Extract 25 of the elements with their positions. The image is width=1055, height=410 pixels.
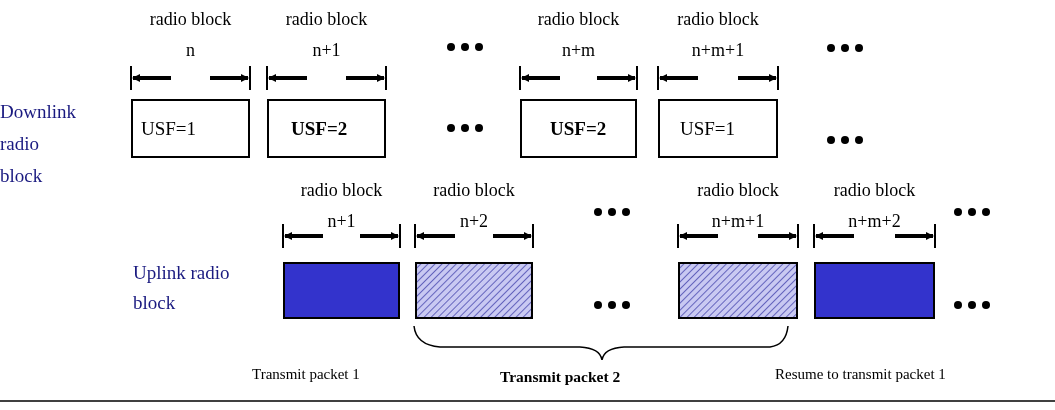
row-label: Uplink radio block [133, 261, 231, 315]
radio-block-caption: radio block n+2 [432, 179, 516, 233]
packet-label: Transmit packet 1 [252, 365, 361, 384]
radio-block-caption: radio block n+m [536, 8, 621, 62]
row-label: Downlink radio block [0, 100, 77, 188]
radio-block-caption: radio block n+1 [284, 8, 369, 62]
radio-block-box [131, 99, 250, 158]
filled-radio-block [283, 262, 400, 319]
hatched-radio-block [678, 262, 798, 319]
radio-block-caption: radio block n [148, 8, 233, 62]
filled-radio-block [814, 262, 935, 319]
radio-block-box [267, 99, 386, 158]
usf-label: USF=2 [291, 117, 348, 140]
radio-block-caption: radio block n+1 [299, 179, 384, 233]
usf-label: USF=2 [550, 117, 607, 140]
packet-label: Resume to transmit packet 1 [775, 365, 947, 384]
usf-label: USF=1 [680, 117, 736, 140]
hatched-radio-block [415, 262, 533, 319]
radio-block-caption: radio block n+m+1 [696, 179, 780, 233]
packet-label: Transmit packet 2 [500, 367, 622, 387]
usf-label: USF=1 [141, 117, 197, 140]
radio-block-box [658, 99, 778, 158]
radio-block-caption: radio block n+m+1 [676, 8, 760, 62]
radio-block-caption: radio block n+m+2 [832, 179, 917, 233]
radio-block-box [520, 99, 637, 158]
